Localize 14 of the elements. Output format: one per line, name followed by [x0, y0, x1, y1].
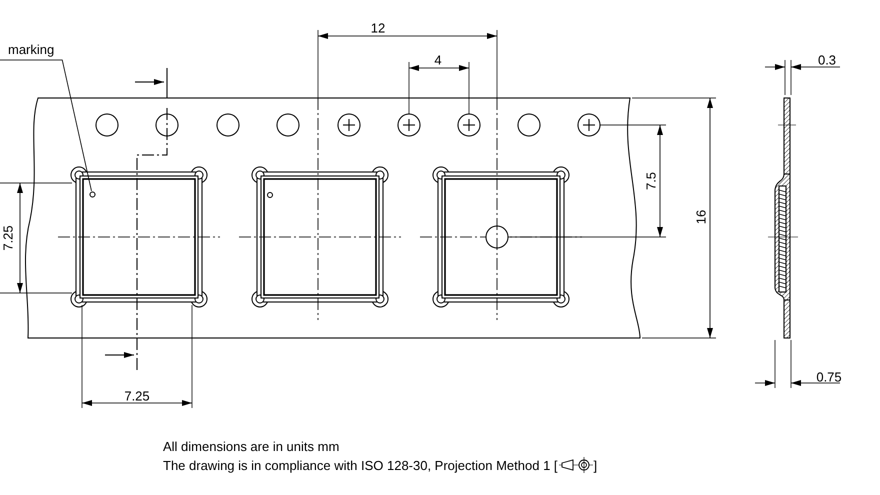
dimension-value: 0.75 [816, 370, 842, 384]
dimension-value: 7.5 [644, 172, 658, 190]
dimension-value: 12 [370, 20, 386, 36]
callout-label: marking [8, 42, 54, 57]
leader-line [0, 60, 92, 192]
note-text: The drawing is in compliance with ISO 128-30, Projection Method 1 [ [163, 458, 558, 472]
dimension-value: 16 [694, 210, 708, 224]
marking-dot [89, 191, 96, 198]
dimension-value: 4 [434, 52, 442, 68]
dimension-value: 0.3 [818, 52, 836, 68]
note-text: All dimensions are in units mm [163, 439, 340, 454]
dimension-value: 7.25 [0, 225, 16, 251]
dimension-value: 7.25 [124, 388, 150, 404]
bracket-text: ] [594, 458, 598, 472]
